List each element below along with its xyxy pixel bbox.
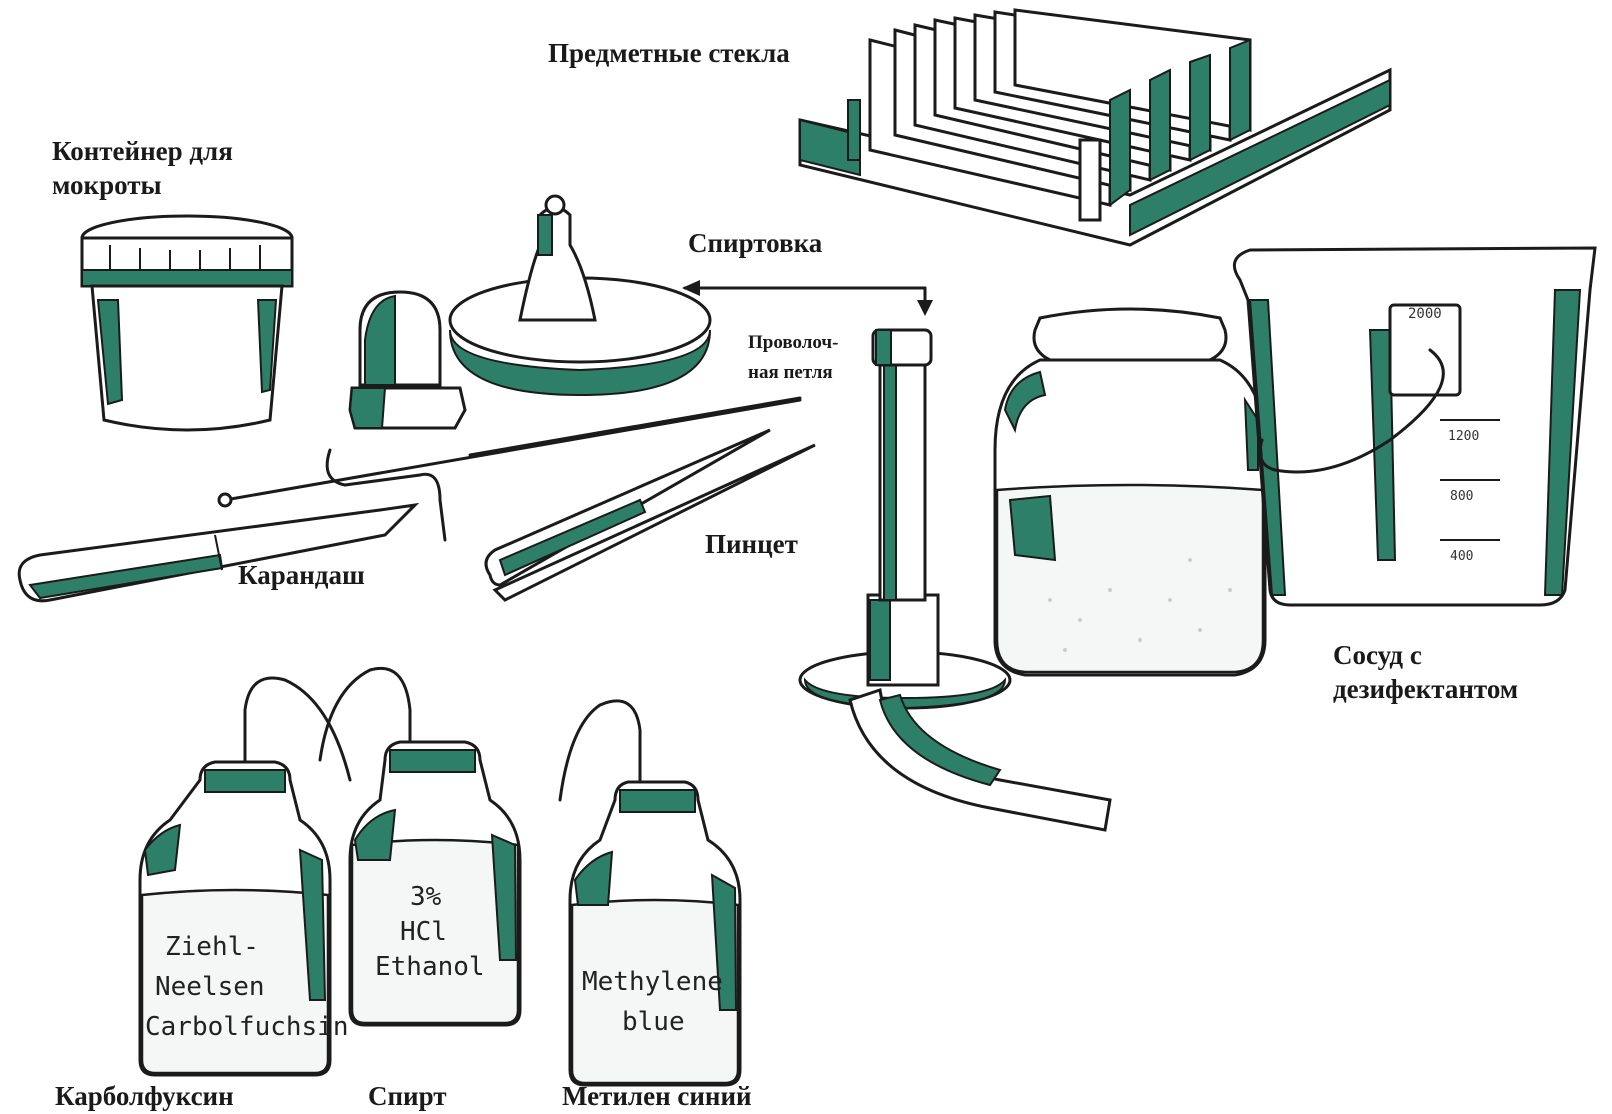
- bottle-label-hcl-3: Ethanol: [375, 952, 485, 982]
- label-wire-loop-2: ная петля: [748, 362, 833, 383]
- glass-jar: [995, 309, 1265, 675]
- wash-bottle-carbolfuchsin: Ziehl- Neelsen Carbolfuchsin: [140, 678, 350, 1075]
- label-spirit-lamp: Спиртовка: [688, 228, 823, 258]
- bottle-label-cf-1: Ziehl-: [165, 932, 259, 962]
- label-carbolfuchsin: Карболфуксин: [55, 1081, 234, 1111]
- spirit-lamp-pointer-arrow: [682, 280, 933, 316]
- beaker-mark-top: 2000: [1408, 306, 1442, 322]
- bottle-label-hcl-1: 3%: [410, 882, 442, 912]
- bottle-label-mb-1: Methylene: [582, 967, 723, 997]
- tweezers: [486, 430, 815, 600]
- label-wire-loop-1: Проволоч-: [748, 332, 838, 353]
- label-slides: Предметные стекла: [548, 38, 790, 68]
- label-sputum-container-1: Контейнер для: [52, 136, 233, 166]
- slide-rack: [800, 10, 1390, 245]
- beaker-mark-2: 800: [1450, 489, 1473, 504]
- sputum-container: [82, 216, 292, 430]
- label-pencil: Карандаш: [238, 560, 365, 590]
- bottle-label-cf-2: Neelsen: [155, 972, 265, 1002]
- bottle-label-mb-2: blue: [622, 1007, 685, 1037]
- wash-bottle-alcohol: 3% HCl Ethanol: [320, 668, 520, 1025]
- label-disinfectant-1: Сосуд с: [1333, 640, 1422, 670]
- label-methylene-blue: Метилен синий: [562, 1081, 752, 1111]
- beaker-mark-3: 400: [1450, 549, 1473, 564]
- bottle-label-hcl-2: HCl: [400, 917, 447, 947]
- label-disinfectant-2: дезифектантом: [1333, 674, 1518, 704]
- bottle-label-cf-3: Carbolfuchsin: [145, 1012, 349, 1042]
- spirit-lamp: [350, 196, 710, 428]
- wash-bottle-methylene-blue: Methylene blue: [560, 701, 740, 1085]
- disinfectant-beaker: 2000 1200 800 400: [1234, 248, 1595, 605]
- label-sputum-container-2: мокроты: [52, 170, 162, 200]
- beaker-mark-1: 1200: [1448, 429, 1479, 444]
- label-tweezers: Пинцет: [705, 529, 798, 559]
- label-alcohol: Спирт: [368, 1081, 447, 1111]
